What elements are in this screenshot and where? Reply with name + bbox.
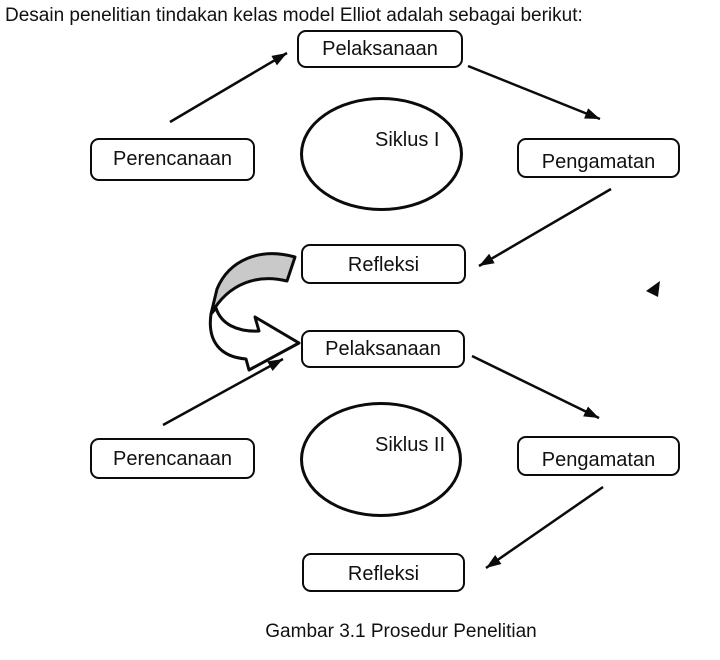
- box-label: Pelaksanaan: [322, 38, 438, 60]
- curved-return-arrow-head: [208, 306, 301, 372]
- ellipse-siklus2: Siklus II: [300, 402, 462, 517]
- arrow-pelaksanaan2-to-pengamatan2: [471, 354, 600, 420]
- box-label: Pelaksanaan: [325, 338, 441, 360]
- box-label: Pengamatan: [541, 151, 656, 173]
- stray-arrowhead-icon: [646, 281, 660, 297]
- ellipse-label: Siklus II: [375, 434, 446, 456]
- box-pelaksanaan-siklus2: Pelaksanaan: [301, 330, 465, 368]
- ellipse-siklus1: Siklus I: [300, 97, 463, 211]
- box-pengamatan-siklus1: Pengamatan: [517, 138, 680, 178]
- arrow-perencanaan1-to-pelaksanaan1: [169, 51, 288, 124]
- arrow-pengamatan1-to-refleksi1: [478, 187, 612, 268]
- box-perencanaan-siklus2: Perencanaan: [90, 438, 255, 479]
- arrow-pelaksanaan1-to-pengamatan1: [467, 64, 601, 121]
- curved-return-arrow-band: [209, 252, 297, 316]
- box-label: Refleksi: [347, 254, 420, 276]
- box-label: Refleksi: [347, 563, 420, 585]
- arrow-pengamatan2-to-refleksi2: [485, 485, 604, 570]
- figure-caption: Gambar 3.1 Prosedur Penelitian: [265, 621, 537, 642]
- box-pengamatan-siklus2: Pengamatan: [517, 436, 680, 476]
- box-perencanaan-siklus1: Perencanaan: [90, 138, 255, 181]
- box-refleksi-siklus1: Refleksi: [301, 244, 466, 284]
- box-label: Perencanaan: [113, 148, 232, 170]
- curved-return-arrow-icon: [208, 252, 301, 372]
- page-title: Desain penelitian tindakan kelas model E…: [5, 5, 583, 26]
- box-label: Perencanaan: [113, 448, 232, 470]
- arrow-perencanaan2-to-pelaksanaan2: [162, 357, 284, 427]
- box-pelaksanaan-siklus1: Pelaksanaan: [297, 30, 463, 68]
- ellipse-label: Siklus I: [375, 129, 440, 151]
- box-label: Pengamatan: [541, 449, 656, 471]
- box-refleksi-siklus2: Refleksi: [302, 553, 465, 592]
